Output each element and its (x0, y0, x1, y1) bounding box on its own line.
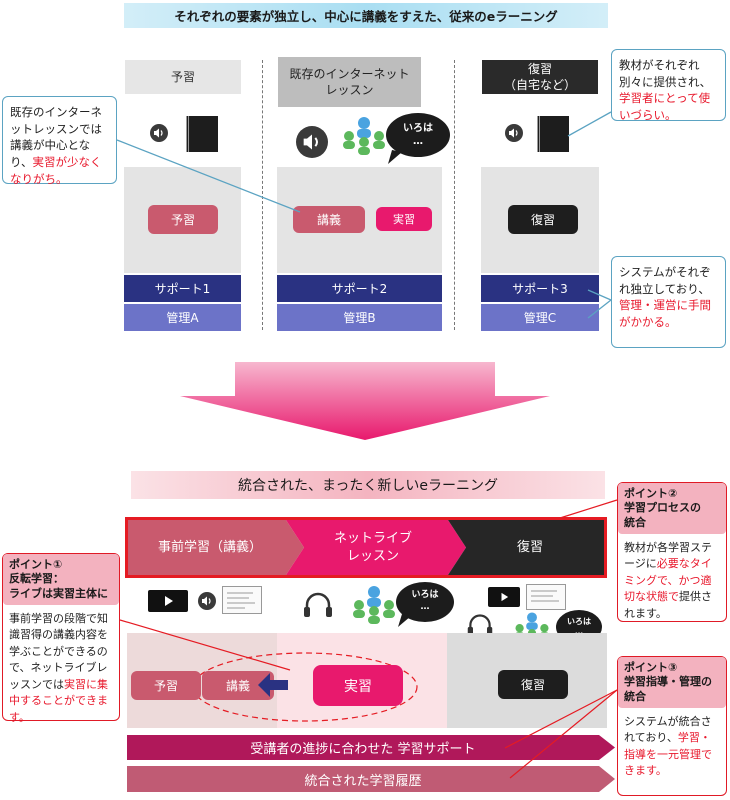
process-step-live-lesson: ネットライブ レッスン (333, 530, 412, 564)
textbook-icon (537, 116, 569, 152)
document-icon (222, 586, 262, 614)
ribbon-learning-support: 受講者の進捗に合わせた 学習サポート (250, 742, 476, 757)
support-2: サポート2 (277, 275, 442, 302)
point-2-title: ポイント② 学習プロセスの 統合 (618, 483, 726, 534)
callout-connector-lines (116, 111, 612, 319)
pill-yoshu: 予習 (148, 205, 218, 234)
process-frame (125, 517, 607, 578)
point-3-title: ポイント③ 学習指導・管理の 統合 (618, 657, 726, 708)
pill-fukushu: 復習 (508, 205, 578, 234)
top-banner: それぞれの要素が独立し、中心に講義をすえた、従来のeラーニング (124, 3, 608, 28)
point-connector-lines (119, 499, 618, 779)
down-arrow (180, 362, 550, 440)
point-3-body: システムが統合されており、学習・指導を一元管理できます。 (624, 714, 712, 778)
manage-a: 管理A (124, 304, 241, 331)
speech-bubble: いろは … (386, 113, 450, 157)
left-arrow-icon (258, 673, 288, 697)
ribbon-arrows (127, 735, 615, 792)
speech-bubble-tail (398, 614, 411, 627)
textbook-icon (186, 116, 218, 152)
pill-jisshu: 実習 (376, 207, 432, 231)
headset-icon (304, 592, 332, 617)
ribbon-learning-history: 統合された学習履歴 (304, 773, 422, 789)
learners-group-icon (343, 117, 385, 155)
point-2-box: ポイント② 学習プロセスの 統合 教材が各学習ステージに必要なタイミングで、かつ… (617, 482, 727, 622)
support-3: サポート3 (481, 275, 599, 302)
pill-jisshu: 実習 (313, 665, 403, 706)
document-icon (526, 584, 566, 610)
manage-c: 管理C (481, 304, 599, 331)
callout-materials: 教材がそれぞれ別々に提供され、学習者にとって使いづらい。 (611, 49, 726, 122)
support-1: サポート1 (124, 275, 241, 302)
speech-bubble-tail (388, 150, 402, 164)
point-1-box: ポイント① 反転学習： ライブは実習主体に 事前学習の段階で知識習得の講義内容を… (2, 553, 120, 724)
column-head-internet-lesson: 既存のインターネット レッスン (278, 57, 421, 107)
point-2-body: 教材が各学習ステージに必要なタイミングで、かつ適切な状態で提供されます。 (624, 540, 712, 620)
process-chevrons (128, 520, 604, 575)
learners-group-icon (353, 586, 395, 624)
speaker-icon (198, 592, 216, 610)
video-play-icon (148, 590, 188, 612)
column-head-fukushu: 復習 （自宅など） (482, 60, 598, 94)
point-1-body: 事前学習の段階で知識習得の講義内容を学ぶことができるので、ネットライブレッスンで… (9, 611, 108, 724)
divider-2 (454, 60, 455, 330)
point-3-box: ポイント③ 学習指導・管理の 統合 システムが統合されており、学習・指導を一元管… (617, 656, 727, 796)
pill-kougi: 講義 (293, 206, 365, 233)
speech-bubble: いろは … (396, 582, 454, 622)
callout-systems: システムがそれぞれ独立しており、管理・運営に手間がかかる。 (611, 256, 726, 348)
speaker-icon (296, 126, 328, 158)
manage-b: 管理B (277, 304, 442, 331)
process-step-pre-study: 事前学習（講義） (157, 539, 262, 555)
pill-fukushu: 復習 (498, 670, 568, 699)
column-head-yoshu: 予習 (125, 60, 241, 94)
bottom-banner: 統合された、まったく新しいeラーニング (131, 471, 605, 499)
callout-lecture-centric: 既存のインターネットレッスンでは講義が中心となり、実習が少なくなりがち。 (2, 96, 117, 186)
video-play-icon (488, 587, 520, 607)
process-step-review: 復習 (516, 539, 543, 555)
speaker-icon (505, 124, 523, 142)
point-1-title: ポイント① 反転学習： ライブは実習主体に (3, 554, 119, 605)
speaker-icon (150, 124, 168, 142)
divider-1 (262, 60, 263, 330)
pill-yoshu: 予習 (131, 671, 201, 700)
